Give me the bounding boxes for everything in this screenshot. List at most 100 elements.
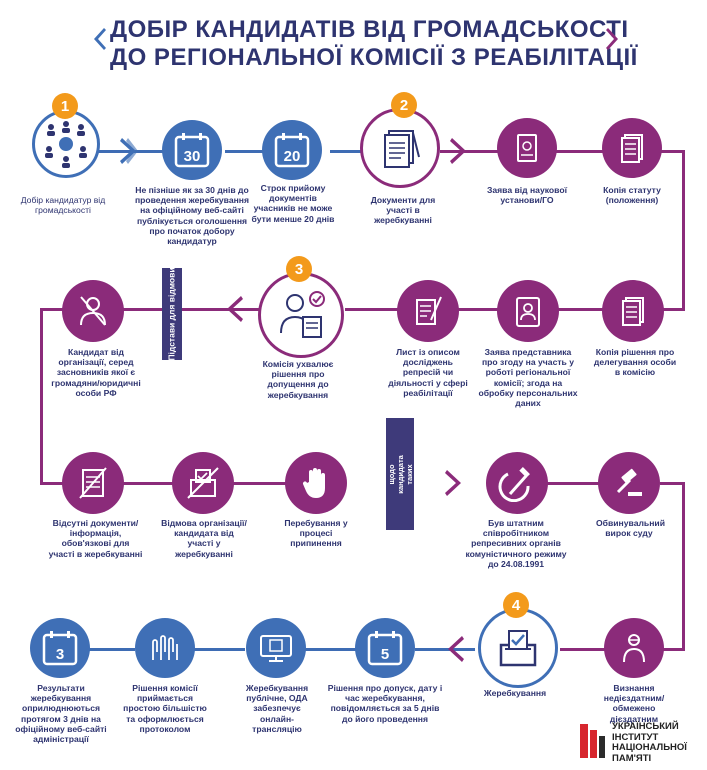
majority-label: Рішення комісії приймається простою біль… xyxy=(123,683,207,734)
connector-r4-a xyxy=(560,648,605,651)
logo-line-2: ІНСТИТУТ xyxy=(612,731,659,743)
employee-node xyxy=(486,452,548,514)
document-icon xyxy=(622,297,644,326)
public-node xyxy=(246,618,306,678)
calendar-icon: 20 xyxy=(274,133,310,168)
connector-left-h2 xyxy=(40,482,68,485)
person-crossed-icon xyxy=(80,296,106,326)
stop-hand-icon xyxy=(302,468,325,498)
id-card-icon xyxy=(516,297,540,327)
institute-logo-text: УКРАЇНСЬКИЙ ІНСТИТУТ НАЦІОНАЛЬНОЇ ПАМ'ЯТ… xyxy=(612,721,687,764)
title-line-1: ДОБІР КАНДИДАТІВ ВІД ГРОМАДСЬКОСТІ xyxy=(110,16,629,43)
day30-label: Не пізніше як за 30 днів до проведення ж… xyxy=(134,185,250,247)
decision-copy-node xyxy=(602,280,664,342)
connector-right-v1 xyxy=(682,150,685,310)
candidate-rf-label: Кандидат від організації, серед засновни… xyxy=(51,347,141,398)
title-left-chevron xyxy=(94,28,106,50)
selection-node xyxy=(32,110,100,178)
connector-r3-b xyxy=(230,482,290,485)
connector-left-v xyxy=(40,308,43,484)
arrow-right-chevron xyxy=(120,138,138,164)
termination-label: Перебування у процесі припинення xyxy=(284,518,348,549)
connector-r1-b xyxy=(225,150,270,153)
connector-r4-e xyxy=(85,648,135,651)
incapable-node xyxy=(604,618,664,678)
connector-r2-b xyxy=(450,308,500,311)
majority-node xyxy=(135,618,195,678)
lottery-node xyxy=(478,608,558,688)
connector-right-h3 xyxy=(660,482,685,485)
connector-right-h4 xyxy=(660,648,685,651)
connector-r3-a xyxy=(115,482,175,485)
raised-hands-icon xyxy=(152,635,178,660)
logo-line-1: УКРАЇНСЬКИЙ xyxy=(612,721,679,732)
arrow-left-chevron xyxy=(227,296,243,322)
logo-line-4: ПАМ'ЯТІ xyxy=(612,752,652,764)
letter-quill-icon xyxy=(416,296,442,325)
arrow-right-chevron-2 xyxy=(450,138,466,164)
connector-left-h1 xyxy=(40,308,68,311)
institute-logo-mark xyxy=(580,724,605,758)
results-label: Результати жеребкування оприлюднюються п… xyxy=(15,683,107,745)
connector-right-h1 xyxy=(660,150,685,153)
commission-member-icon xyxy=(280,291,325,338)
application-label: Заява від наукової установи/ГО xyxy=(486,185,568,206)
refusal-reasons-label: Підстави для відмови xyxy=(167,267,178,361)
ballot-box-crossed-icon xyxy=(187,467,219,499)
connector-r2-a xyxy=(555,308,603,311)
connector-r4-b xyxy=(415,648,475,651)
title-line-2: ДО РЕГІОНАЛЬНОЇ КОМІСІЇ З РЕАБІЛІТАЦІЇ xyxy=(110,44,638,71)
commission-label: Комісія ухвалює рішення про допущення до… xyxy=(262,359,334,400)
lottery-label: Жеребкування xyxy=(483,688,547,698)
connector-r1-e xyxy=(555,150,603,153)
connector-r4-d xyxy=(190,648,245,651)
calendar-icon: 5 xyxy=(367,631,403,666)
connector-r1-c xyxy=(330,150,362,153)
day20-node: 20 xyxy=(262,120,322,180)
representative-node xyxy=(497,280,559,342)
termination-node xyxy=(285,452,347,514)
documents-label: Документи для участі в жеребкуванні xyxy=(370,195,436,226)
withdrawal-label: Відмова організації/кандидата від участі… xyxy=(161,518,247,559)
representative-label: Заява представника про згоду на участь у… xyxy=(478,347,578,409)
decision-copy-label: Копія рішення про делегування особи в ко… xyxy=(593,347,677,378)
calendar-icon: 30 xyxy=(174,133,210,168)
step-badge-1: 1 xyxy=(52,93,78,119)
employee-label: Був штатним співробітником репресивних о… xyxy=(465,518,567,569)
connector-r2-c xyxy=(345,308,400,311)
incapable-label: Визнання недієздатним/ обмежено дієздатн… xyxy=(603,683,665,724)
connector-r4-c xyxy=(300,648,360,651)
people-network-icon xyxy=(45,121,87,168)
connector-r2-d xyxy=(110,308,260,311)
missing-docs-label: Відсутні документи/ інформація, обов'язк… xyxy=(48,518,143,559)
circumstances-bar: Наявність щодо кандидата таких обставин xyxy=(378,418,423,530)
statute-node xyxy=(602,118,662,178)
document-crossed-icon xyxy=(79,467,107,499)
ballot-box-icon xyxy=(499,630,537,667)
documents-node xyxy=(360,108,440,188)
withdrawal-node xyxy=(172,452,234,514)
application-node xyxy=(497,118,557,178)
day30-node: 30 xyxy=(162,120,222,180)
connector-r1-a xyxy=(95,150,165,153)
book-icon xyxy=(517,134,537,162)
circumstances-label: Наявність щодо кандидата таких обставин xyxy=(377,454,423,494)
calendar-icon: 3 xyxy=(42,631,78,666)
gavel-icon xyxy=(616,468,642,496)
day20-label: Строк прийому документів учасників не мо… xyxy=(251,183,335,224)
step-badge-3: 3 xyxy=(286,256,312,282)
arrow-left-chevron-2 xyxy=(448,636,464,662)
refusal-reasons-bar: Підстави для відмови xyxy=(162,267,182,361)
title-right-chevron xyxy=(606,28,618,50)
elderly-person-icon xyxy=(623,634,645,663)
documents-stack-icon xyxy=(384,130,420,168)
letter-node xyxy=(397,280,459,342)
missing-docs-node xyxy=(62,452,124,514)
letter-label: Лист із описом досліджень репресій чи ді… xyxy=(388,347,468,398)
decision-number: 5 xyxy=(381,646,389,663)
public-label: Жеребкування публічне, ОДА забезпечує он… xyxy=(245,683,309,734)
logo-line-3: НАЦІОНАЛЬНОЇ xyxy=(612,742,687,753)
day20-number: 20 xyxy=(284,148,301,165)
arrow-right-chevron-3 xyxy=(445,470,461,496)
commission-node xyxy=(258,272,344,358)
